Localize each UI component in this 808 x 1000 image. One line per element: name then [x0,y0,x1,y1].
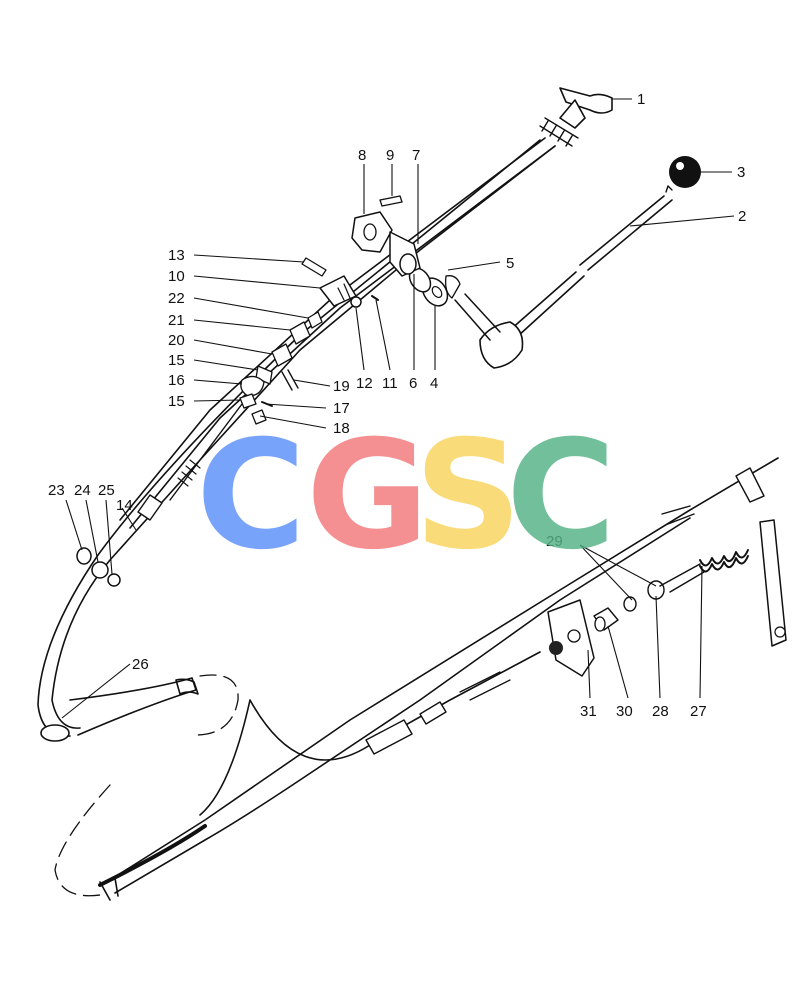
label-part-8: 8 [358,147,366,164]
label-part-11: 11 [382,375,398,392]
label-part-24: 24 [74,482,91,499]
label-part-9: 9 [386,147,394,164]
watermark-letter-g: G [306,409,429,583]
label-part-26: 26 [132,656,149,673]
label-part-27: 27 [690,703,707,720]
watermark: C G S C [196,409,616,583]
lower-cable-assembly [98,457,787,901]
label-part-31: 31 [580,703,597,720]
label-part-14: 14 [116,497,133,514]
label-part-4: 4 [430,375,438,392]
label-part-21: 21 [168,312,185,329]
shift-lever-assembly [408,156,701,369]
label-part-5: 5 [506,255,514,272]
label-part-10: 10 [168,268,185,285]
watermark-letter-c1: C [196,409,306,583]
label-part-30: 30 [616,703,633,720]
label-part-22: 22 [168,290,185,307]
label-part-7: 7 [412,147,420,164]
label-part-17: 17 [333,400,350,417]
label-part-12: 12 [356,375,373,392]
label-part-20: 20 [168,332,185,349]
label-part-18: 18 [333,420,350,437]
label-part-28: 28 [652,703,669,720]
watermark-letter-c2: C [506,409,616,583]
label-part-15b: 15 [168,393,185,410]
bracket-small-parts [239,195,421,425]
label-part-6: 6 [409,375,417,392]
label-part-15a: 15 [168,352,185,369]
label-part-1: 1 [637,91,645,108]
label-part-2: 2 [738,208,746,225]
control-cable-assembly [37,87,613,897]
watermark-letter-s: S [414,409,522,583]
part-labels: 1 3 2 5 8 9 7 13 10 22 21 20 15 16 15 19… [48,91,746,720]
label-part-19: 19 [333,378,350,395]
leader-lines [61,98,735,719]
label-part-25: 25 [98,482,115,499]
label-part-16: 16 [168,372,185,389]
label-part-13: 13 [168,247,185,264]
label-part-29: 29 [546,533,563,550]
label-part-23: 23 [48,482,65,499]
label-part-3: 3 [737,164,745,181]
